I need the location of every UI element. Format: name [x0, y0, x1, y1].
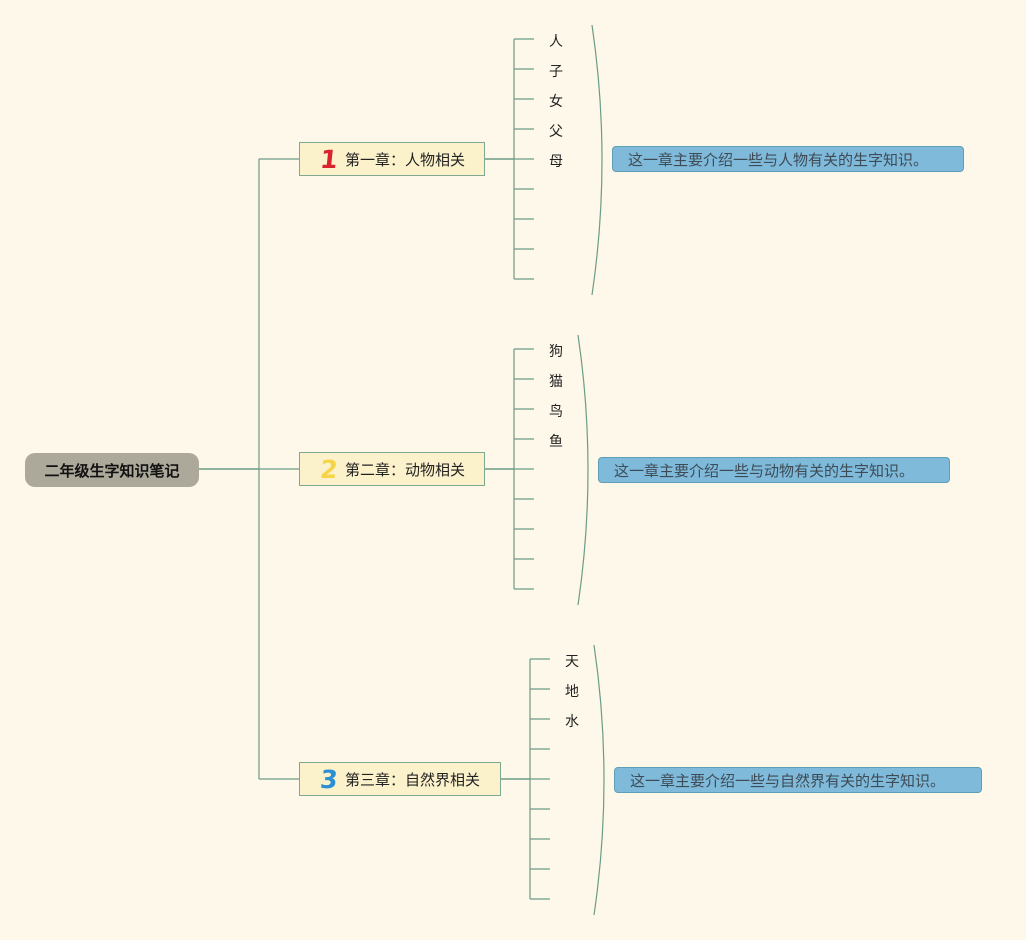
chapter-2-topic[interactable]: 2 第二章：动物相关 [299, 452, 485, 486]
summary-bracket [577, 334, 589, 606]
character-item[interactable]: 鸟 [549, 404, 563, 420]
chapter-3-summary[interactable]: 这一章主要介绍一些与自然界有关的生字知识。 [614, 767, 982, 793]
chapter-2-summary[interactable]: 这一章主要介绍一些与动物有关的生字知识。 [598, 457, 950, 483]
number-1-icon: 1 [318, 144, 340, 174]
character-item[interactable]: 子 [549, 64, 563, 80]
character-item[interactable]: 鱼 [549, 434, 563, 450]
character-item[interactable]: 人 [549, 34, 563, 50]
character-item[interactable]: 天 [565, 654, 579, 670]
summary-bracket [593, 644, 605, 916]
character-item[interactable]: 猫 [549, 374, 563, 390]
number-2-icon: 2 [318, 454, 340, 484]
number-3-icon: 3 [318, 764, 340, 794]
character-item[interactable]: 狗 [549, 344, 563, 360]
chapter-1-title: 第一章：人物相关 [345, 150, 466, 169]
root-topic[interactable]: 二年级生字知识笔记 [25, 453, 199, 487]
character-item[interactable]: 父 [549, 124, 563, 140]
character-item[interactable]: 水 [565, 714, 579, 730]
character-item[interactable]: 母 [549, 154, 563, 170]
chapter-1-topic[interactable]: 1 第一章：人物相关 [299, 142, 485, 176]
character-item[interactable]: 地 [565, 684, 579, 700]
chapter-3-topic[interactable]: 3 第三章：自然界相关 [299, 762, 501, 796]
chapter-1-summary[interactable]: 这一章主要介绍一些与人物有关的生字知识。 [612, 146, 964, 172]
chapter-3-title: 第三章：自然界相关 [345, 770, 481, 789]
chapter-2-title: 第二章：动物相关 [345, 460, 466, 479]
summary-bracket [591, 24, 603, 296]
character-item[interactable]: 女 [549, 94, 563, 110]
